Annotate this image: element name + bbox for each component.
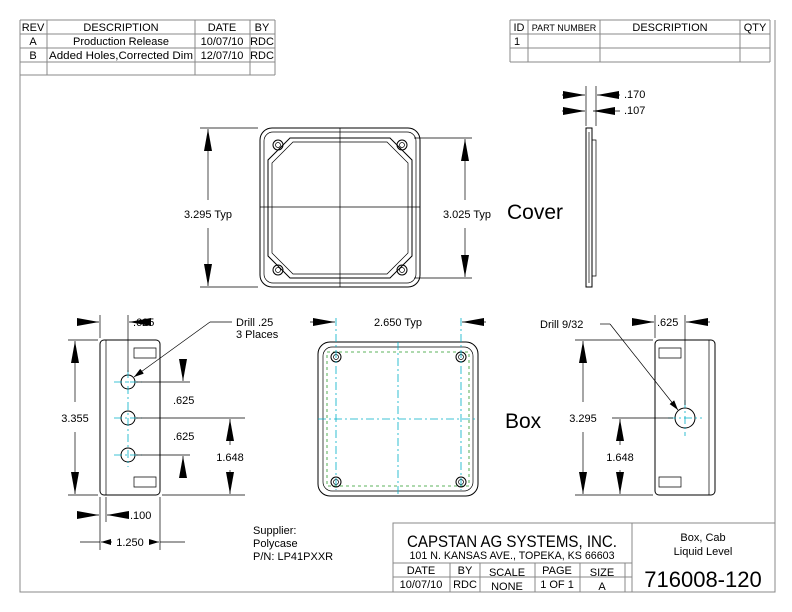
- company-address: 101 N. KANSAS AVE., TOPEKA, KS 66603: [410, 550, 615, 562]
- description-cell: Production Release: [73, 36, 169, 48]
- box-left-spacing-1: .625: [173, 395, 194, 407]
- scale-value: NONE: [491, 581, 523, 593]
- drill-note-line1: Drill .25: [236, 317, 273, 329]
- size-value: A: [598, 581, 606, 593]
- box-left-side-view: .625 Drill .25 3 Places 3.355 .625 .625 …: [61, 315, 279, 550]
- rev-cell: A: [29, 36, 37, 48]
- parts-table: ID PART NUMBER DESCRIPTION QTY 1: [509, 19, 771, 63]
- drawing-title-line1: Box, Cab: [680, 532, 725, 544]
- box-left-spacing-2: .625: [173, 431, 194, 443]
- box-left-depth-dimension: 1.250: [116, 537, 144, 549]
- box-right-mid-dimension: 1.648: [606, 452, 634, 464]
- part-number-header: PART NUMBER: [532, 23, 597, 33]
- description-header: DESCRIPTION: [632, 22, 707, 34]
- id-cell: 1: [514, 36, 520, 48]
- cover-outer-dimension: 3.295 Typ: [184, 209, 232, 221]
- drawing-number: 716008-120: [644, 567, 761, 592]
- by-header: BY: [255, 22, 270, 34]
- cover-side-view: .170 .107: [562, 86, 645, 288]
- box-label: Box: [505, 410, 542, 433]
- date-value: 10/07/10: [400, 579, 443, 591]
- date-cell: 12/07/10: [201, 50, 244, 62]
- box-right-top-dimension: .625: [657, 317, 678, 329]
- box-top-view: 2.650 Typ Box: [310, 317, 542, 497]
- cover-dimensions: 3.295 Typ 3.025 Typ Cover: [184, 127, 563, 288]
- cover-thickness-dimension: .170: [624, 89, 645, 101]
- page-label: PAGE: [542, 565, 572, 577]
- cover-front-view: [259, 127, 421, 288]
- date-header: DATE: [208, 22, 237, 34]
- rev-header: REV: [22, 22, 45, 34]
- page-value: 1 OF 1: [540, 579, 574, 591]
- cover-inner-dimension: 3.025 Typ: [443, 209, 491, 221]
- qty-header: QTY: [744, 22, 767, 34]
- supplier-name: Polycase: [253, 538, 298, 550]
- supplier-label: Supplier:: [253, 525, 296, 537]
- box-hole-spacing-dimension: 2.650 Typ: [374, 317, 422, 329]
- box-right-side-view: Drill 9/32 .625 3.295 1.648: [540, 315, 716, 496]
- box-right-height-dimension: 3.295: [569, 413, 597, 425]
- box-left-top-dimension: .625: [133, 317, 154, 329]
- sheet-border: [19, 20, 776, 593]
- by-value: RDC: [453, 579, 477, 591]
- company-name: CAPSTAN AG SYSTEMS, INC.: [407, 532, 617, 551]
- revision-table: REV DESCRIPTION DATE BY A Production Rel…: [20, 19, 276, 76]
- box-left-height-dimension: 3.355: [61, 413, 89, 425]
- by-label: BY: [458, 565, 473, 577]
- description-cell: Added Holes,Corrected Dim: [49, 50, 193, 62]
- description-header: DESCRIPTION: [83, 22, 158, 34]
- rev-cell: B: [29, 50, 36, 62]
- box-left-wall-dimension: .100: [130, 510, 151, 522]
- supplier-note: Supplier: Polycase P/N: LP41PXXR: [253, 525, 333, 563]
- by-cell: RDC: [250, 50, 274, 62]
- supplier-part-number: P/N: LP41PXXR: [253, 551, 333, 563]
- cover-lip-dimension: .107: [624, 105, 645, 117]
- size-label: SIZE: [590, 567, 614, 579]
- cover-label: Cover: [507, 201, 563, 224]
- date-cell: 10/07/10: [201, 36, 244, 48]
- box-left-mid-dimension: 1.648: [216, 452, 244, 464]
- scale-label: SCALE: [489, 567, 525, 579]
- drawing-title-line2: Liquid Level: [674, 546, 733, 558]
- date-label: DATE: [407, 565, 436, 577]
- drill-note-line2: 3 Places: [236, 329, 279, 341]
- by-cell: RDC: [250, 36, 274, 48]
- id-header: ID: [514, 22, 525, 34]
- drill-9-32-note: Drill 9/32: [540, 319, 583, 331]
- title-block: CAPSTAN AG SYSTEMS, INC. 101 N. KANSAS A…: [392, 522, 775, 593]
